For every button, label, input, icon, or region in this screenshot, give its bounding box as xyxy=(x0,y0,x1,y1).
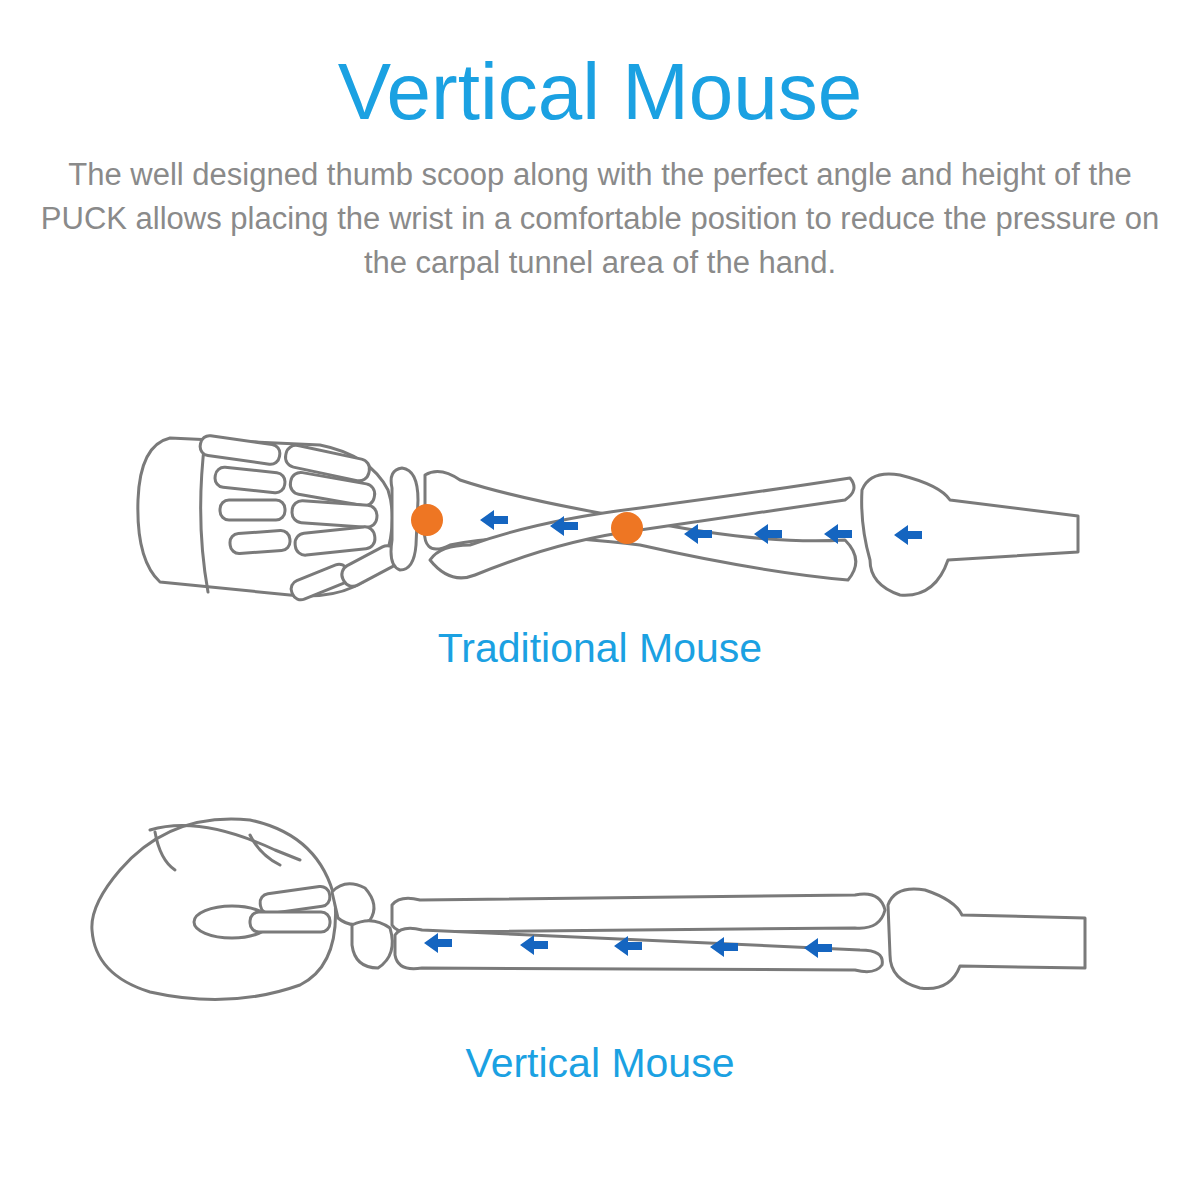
figure-label: Vertical Mouse xyxy=(0,1043,1200,1084)
page-title: Vertical Mouse xyxy=(0,52,1200,132)
figure-label: Traditional Mouse xyxy=(0,628,1200,669)
description-text: The well designed thumb scoop along with… xyxy=(40,153,1160,285)
